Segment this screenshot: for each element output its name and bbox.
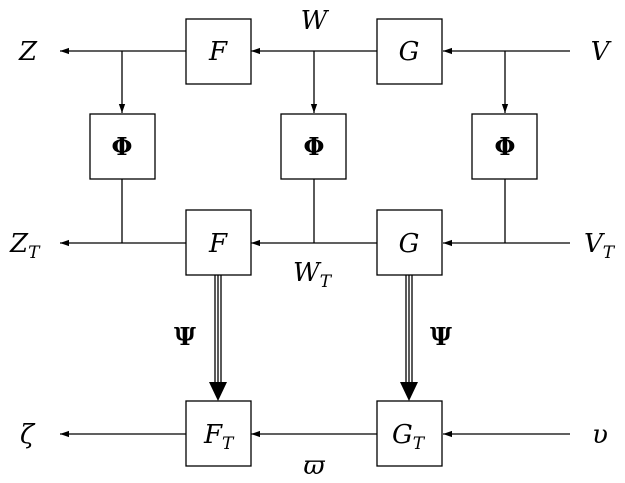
psi-right-label: Ψ [430,322,452,351]
phi-left-label: Φ [112,132,133,161]
box-f-top [185,18,252,85]
phi-right-label: Φ [495,132,516,161]
box-g-mid [376,209,443,276]
label-vt-mid: VT [584,229,616,263]
box-f-top-label: F [208,37,228,67]
phi-column: Φ Φ Φ [89,51,538,243]
psi-arrows: Ψ Ψ [174,275,452,401]
box-g-top [376,18,443,85]
box-gt-bottom [376,400,443,467]
psi-right-arrowhead [400,382,418,401]
label-wt-mid: WT [293,258,333,292]
label-zeta-bottom: ζ [20,420,36,450]
box-ft-bottom [185,400,252,467]
label-upsilon-bottom: υ [592,420,608,450]
label-z-top: Z [18,37,38,67]
box-phi-mid [280,113,347,180]
psi-left-arrowhead [209,382,227,401]
box-gt-bottom-label: GT [392,420,426,454]
phi-mid-label: Φ [304,132,325,161]
box-g-top-label: G [399,37,420,67]
top-row: F G Z W V [18,6,612,85]
box-phi-right [471,113,538,180]
label-zt-mid: ZT [9,229,41,263]
psi-left-label: Ψ [174,322,196,351]
box-ft-bottom-label: FT [203,420,235,454]
box-g-mid-label: G [399,229,420,259]
box-f-mid-label: F [208,229,228,259]
bottom-row: FT GT ζ ϖ υ [20,400,608,481]
label-varpi-bottom: ϖ [303,451,325,481]
box-phi-left [89,113,156,180]
label-w-top: W [301,6,330,36]
middle-row: F G ZT WT VT [9,209,616,292]
label-v-top: V [591,37,612,67]
